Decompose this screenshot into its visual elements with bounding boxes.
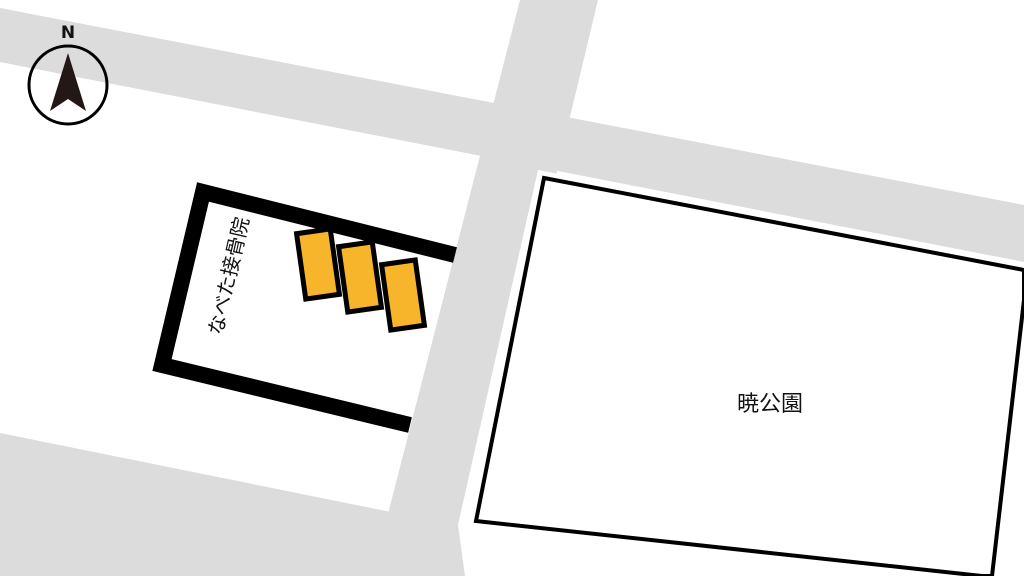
park-lot: 暁公園 [458,170,1024,576]
road-bottom [0,433,740,576]
parking-space-2 [335,239,385,315]
parking-area [293,226,428,333]
compass-north-label: N [61,23,75,43]
compass-ring [27,44,109,126]
clinic-label: なべた接骨院 [203,215,253,337]
park-label: 暁公園 [737,392,803,417]
parking-space-3 [378,257,428,333]
clinic-boundary [152,182,457,433]
compass: N [27,23,109,126]
north-arrow-icon [50,53,86,111]
park-boundary [473,175,1024,576]
road-vertical [372,0,598,576]
parking-space-1 [293,226,343,302]
